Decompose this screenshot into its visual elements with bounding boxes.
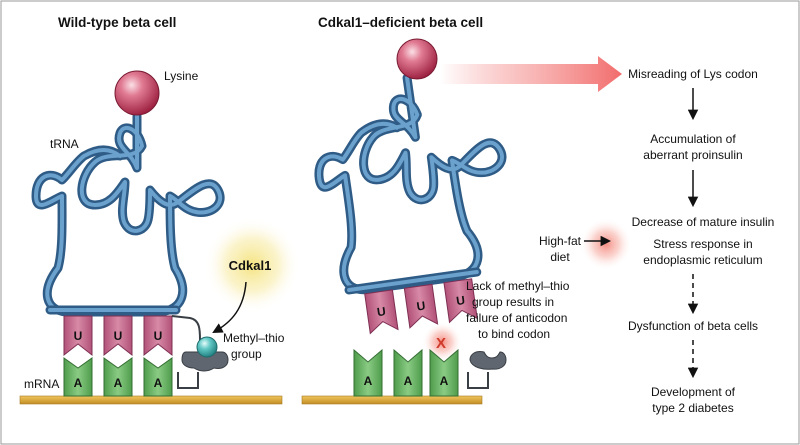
codon-a-3-deficient: A — [429, 348, 459, 397]
deficient-panel: U U U A A A X — [301, 38, 622, 405]
mrna-strand-deficient — [301, 395, 483, 405]
enzyme-anchor-wild — [177, 372, 199, 389]
cdkal1-label: Cdkal1 — [229, 258, 272, 273]
anticodon-u-2-wild: U — [103, 315, 133, 357]
enzyme-shape-deficient — [469, 351, 507, 370]
flow-step-decrease: Decrease of mature insulin — [632, 215, 775, 229]
cdkal1-arrow — [212, 281, 247, 334]
svg-text:U: U — [114, 329, 123, 343]
svg-text:U: U — [74, 329, 83, 343]
svg-text:U: U — [376, 304, 387, 319]
wild-type-panel: Lysine tRNA U U U A A A — [19, 69, 300, 405]
flow-step-stress-line1: Stress response in — [653, 237, 752, 251]
high-fat-label-line2: diet — [550, 250, 570, 264]
methyl-thio-label-line1: Methyl–thio — [223, 331, 285, 345]
flow-step-dysfunction: Dysfunction of beta cells — [628, 319, 758, 333]
high-fat-label-line1: High-fat — [539, 234, 582, 248]
lysine-label: Lysine — [164, 69, 199, 83]
x-mark: X — [436, 335, 446, 352]
trna-label: tRNA — [50, 137, 79, 151]
svg-text:A: A — [404, 374, 413, 388]
svg-text:A: A — [440, 374, 449, 388]
lack-text-line3: failure of anticodon — [466, 311, 567, 325]
flow-step-accumulation-line2: aberrant proinsulin — [643, 148, 742, 162]
anticodon-u-2-deficient: U — [403, 283, 439, 329]
lack-text-line2: group results in — [472, 295, 554, 309]
codon-a-2-deficient: A — [393, 348, 423, 397]
deficient-title: Cdkal1–deficient beta cell — [318, 15, 483, 30]
methyl-thio-label-line2: group — [231, 347, 262, 361]
codon-a-1-wild: A — [63, 357, 93, 397]
high-fat-glow — [580, 218, 632, 270]
anticodon-u-1-deficient: U — [364, 289, 399, 335]
flow-chart: Misreading of Lys codon Accumulation of … — [539, 67, 774, 415]
mrna-label: mRNA — [24, 377, 59, 391]
lysine-ball-deficient — [396, 38, 438, 80]
anticodon-u-3-deficient: U — [443, 278, 478, 324]
svg-text:A: A — [74, 376, 83, 390]
lack-text-line1: Lack of methyl–thio — [466, 279, 570, 293]
svg-text:A: A — [364, 374, 373, 388]
svg-text:A: A — [154, 376, 163, 390]
misreading-arrow — [440, 56, 622, 92]
lysine-ball-wild — [114, 70, 160, 116]
cdkal1-glow — [204, 217, 300, 313]
trna-wild — [31, 111, 225, 317]
svg-text:U: U — [455, 293, 466, 308]
codon-a-1-deficient: A — [353, 348, 383, 397]
wild-type-title: Wild-type beta cell — [58, 15, 176, 30]
lack-text-line4: to bind codon — [478, 327, 550, 341]
codon-a-2-wild: A — [103, 357, 133, 397]
trna-deficient: U U U — [314, 73, 507, 335]
svg-text:U: U — [154, 329, 163, 343]
flow-step-stress-line2: endoplasmic reticulum — [643, 253, 762, 267]
anticodon-u-3-wild: U — [143, 315, 173, 357]
methyl-thio-ball — [196, 336, 218, 358]
flow-step-accumulation-line1: Accumulation of — [650, 132, 736, 146]
enzyme-shape-wild — [181, 351, 229, 372]
enzyme-anchor-deficient — [467, 372, 489, 389]
codon-a-3-wild: A — [143, 357, 173, 397]
tether-line-wild — [171, 315, 201, 352]
svg-text:A: A — [114, 376, 123, 390]
svg-text:U: U — [416, 299, 427, 314]
flow-step-development-line2: type 2 diabetes — [652, 401, 733, 415]
mrna-strand-wild — [19, 395, 283, 405]
flow-step-misreading: Misreading of Lys codon — [628, 67, 758, 81]
anticodon-u-1-wild: U — [63, 315, 93, 357]
flow-step-development-line1: Development of — [651, 385, 736, 399]
